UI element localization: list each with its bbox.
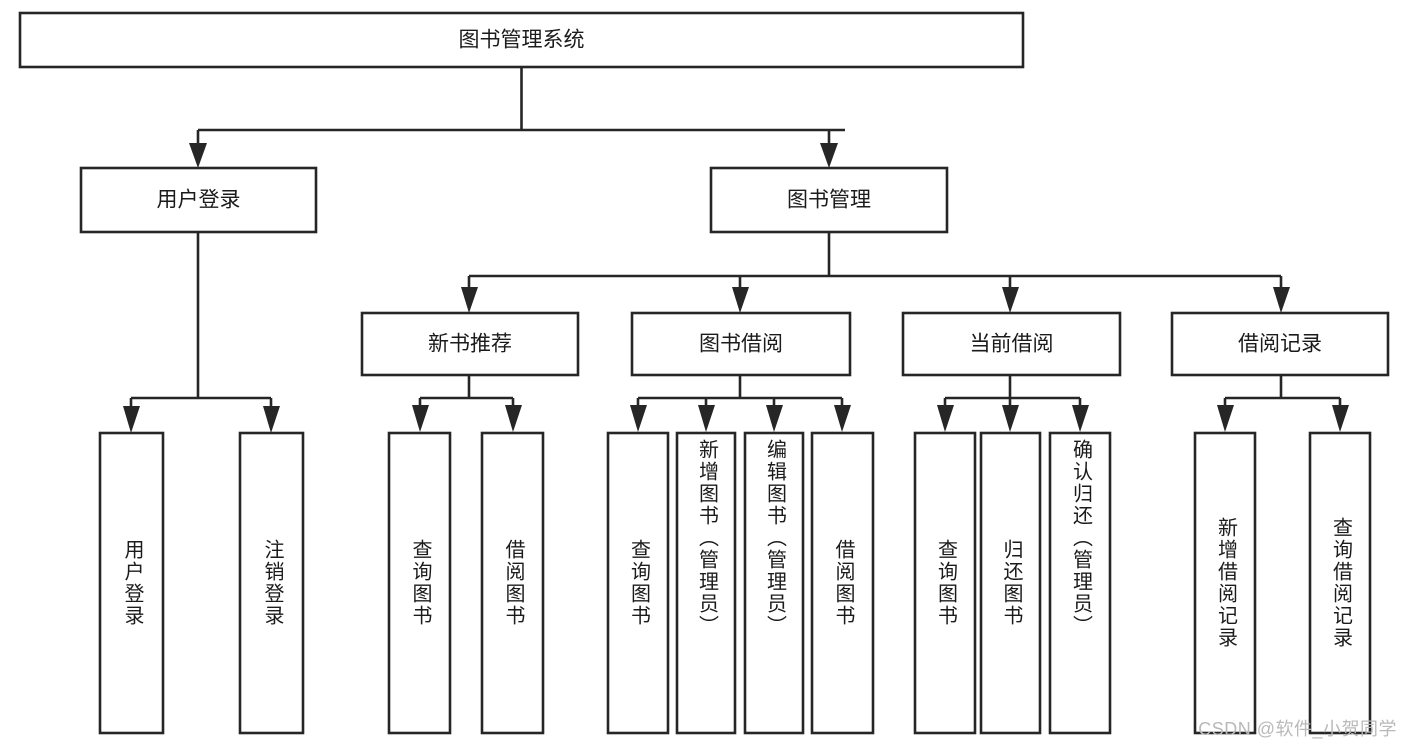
arrowhead-leaf-8 [834,405,851,432]
node-user-login[interactable]: 用户登录 [79,166,318,234]
arrowhead-leaf-6 [698,405,715,432]
arrowhead-leaf-1 [123,406,140,433]
arrowhead-book-mgmt [820,143,838,168]
leaf-box-edit-book-admin[interactable] [743,431,805,735]
arrowhead-book-borrow [732,287,749,313]
arrowhead-leaf-3 [412,405,429,432]
node-book-management-box [709,166,949,234]
node-borrow-record-box [1170,311,1390,377]
node-current-borrow[interactable]: 当前借阅 [901,311,1122,377]
node-root-label: 图书管理系统 [459,29,585,52]
leaf-box-user-login[interactable] [98,431,165,735]
leaf-boxes [98,431,1372,735]
leaf-box-query-book-2[interactable] [606,431,670,735]
node-borrow-record[interactable]: 借阅记录 [1170,311,1390,377]
node-new-book-recommend[interactable]: 新书推荐 [360,311,580,377]
arrowhead-leaf-10 [1002,405,1019,432]
arrowhead-leaf-13 [1332,405,1349,432]
arrowhead-borrow-record [1273,287,1290,313]
node-current-borrow-label: 当前借阅 [970,333,1054,356]
node-new-book-recommend-label: 新书推荐 [428,333,512,356]
node-root-book-management-system[interactable]: 图书管理系统 [18,11,1025,69]
node-borrow-record-label: 借阅记录 [1238,333,1322,356]
node-user-login-label: 用户登录 [157,189,241,212]
arrowhead-leaf-12 [1217,405,1234,432]
node-book-borrow-box [630,311,852,377]
csdn-watermark: CSDN @软件_小贺同学 [1198,719,1397,739]
arrowhead-leaf-9 [937,405,954,432]
node-book-borrow-label: 图书借阅 [699,333,783,356]
node-book-borrow[interactable]: 图书借阅 [630,311,852,377]
arrowhead-leaf-4 [505,405,522,432]
arrowhead-leaf-7 [766,405,783,432]
node-current-borrow-box [901,311,1122,377]
node-new-book-recommend-box [360,311,580,377]
leaf-box-logout[interactable] [238,431,305,735]
connectors [123,67,1349,433]
node-root-box [18,11,1025,69]
leaf-box-query-book-1[interactable] [387,431,452,735]
leaf-box-query-book-3[interactable] [913,431,977,735]
leaf-box-add-borrow-record[interactable] [1193,431,1257,735]
arrowhead-leaf-2 [263,406,280,433]
leaf-box-borrow-book-1[interactable] [480,431,545,735]
node-book-management-label: 图书管理 [787,189,871,212]
leaf-box-confirm-return-admin[interactable] [1048,431,1112,735]
arrowhead-user-login [189,143,207,168]
leaf-box-return-book[interactable] [979,431,1042,735]
arrowhead-new-book-rec [461,287,478,313]
node-book-management[interactable]: 图书管理 [709,166,949,234]
leaf-box-borrow-book-2[interactable] [810,431,875,735]
arrowhead-current-borrow [1002,287,1019,313]
node-user-login-box [79,166,318,234]
leaf-box-add-book-admin[interactable] [675,431,737,735]
arrowhead-leaf-5 [630,405,647,432]
arrowhead-leaf-11 [1072,405,1089,432]
leaf-box-query-borrow-record[interactable] [1308,431,1372,735]
